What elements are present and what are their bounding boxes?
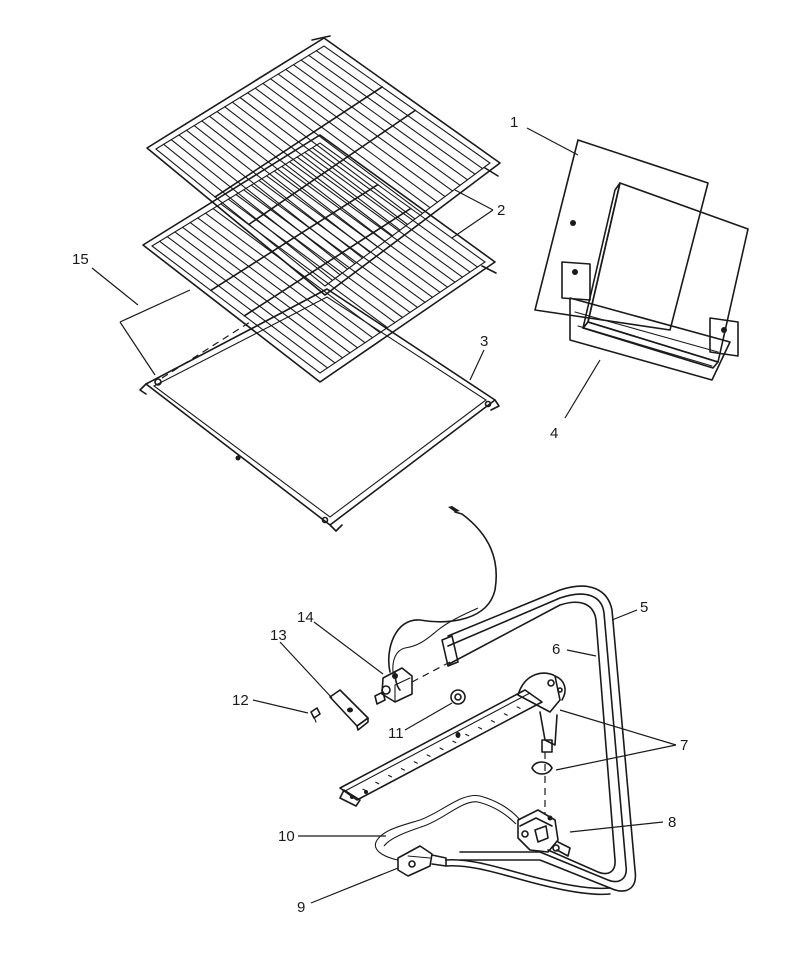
rack-wire <box>265 175 434 298</box>
rack-wire <box>288 161 456 283</box>
rack-wire <box>296 156 464 278</box>
rack-wire <box>235 193 404 319</box>
rack-wire <box>212 207 381 334</box>
broiler-box-heat-shield <box>561 182 749 381</box>
callout-4: 4 <box>550 425 558 442</box>
callout-8: 8 <box>668 814 676 831</box>
orifice-spud <box>450 689 466 738</box>
rack-cross-bar <box>243 207 412 317</box>
burner-port <box>503 713 508 716</box>
rack-guide-leader <box>91 267 251 379</box>
callout-5: 5 <box>640 599 648 616</box>
bake-element-outer <box>447 585 637 892</box>
callout-6: 6 <box>552 641 560 658</box>
burner-port <box>413 761 418 764</box>
callout-14: 14 <box>297 609 314 626</box>
mounting-screw <box>310 707 321 723</box>
rack-wire <box>304 151 471 273</box>
rack-wire <box>239 96 409 226</box>
flame-sensor-wire <box>374 794 521 861</box>
rack-wire <box>231 101 401 231</box>
burner-port <box>465 733 470 737</box>
rack-cross-bar <box>214 86 383 198</box>
burner-port <box>375 781 380 785</box>
rack-cross-bar <box>210 183 379 292</box>
upper-oven-rack <box>146 35 501 296</box>
rack-wire <box>163 143 334 281</box>
oven-bottom-panel <box>139 288 500 532</box>
callout-13: 13 <box>270 627 287 644</box>
leader-lines <box>252 127 677 904</box>
burner-port <box>439 747 444 751</box>
callout-3: 3 <box>480 333 488 350</box>
rack-wire <box>216 110 386 242</box>
broiler-pan-insulation <box>534 139 709 331</box>
burner-port <box>400 768 405 771</box>
rack-wire <box>166 236 336 364</box>
spark-igniter <box>374 506 479 705</box>
rack-wire <box>281 165 449 288</box>
callout-2: 2 <box>497 202 505 219</box>
rack-wire <box>189 222 359 349</box>
burner-port <box>478 726 483 730</box>
callout-7: 7 <box>680 737 688 754</box>
rack-wire <box>208 115 379 248</box>
rack-wire <box>254 87 424 214</box>
rack-wire <box>170 139 341 276</box>
rack-wire <box>277 73 446 198</box>
rack-wire <box>269 78 439 203</box>
callout-12: 12 <box>232 692 249 709</box>
bake-element-inner <box>441 601 616 875</box>
callout-1: 1 <box>510 114 518 131</box>
rack-wire <box>181 226 351 354</box>
rack-wire <box>224 106 394 237</box>
callout-10: 10 <box>278 828 295 845</box>
rack-wire <box>197 217 366 344</box>
rack-wire <box>243 189 411 314</box>
burner-port <box>516 706 521 709</box>
rack-wire <box>178 134 349 270</box>
rack-wire <box>250 184 419 308</box>
thermostat-capillary <box>388 511 497 691</box>
rack-cross-bar <box>248 109 417 226</box>
rack-wire <box>308 54 476 175</box>
rack-wire <box>258 179 426 303</box>
rack-wire <box>315 50 484 170</box>
callout-11: 11 <box>388 725 404 742</box>
burner-port <box>426 754 431 757</box>
rack-wire <box>247 92 416 220</box>
rack-wire <box>174 231 344 359</box>
burner-port <box>490 720 495 723</box>
igniter-bracket <box>329 689 369 731</box>
rack-wire <box>262 82 431 209</box>
pressure-regulator-fitting <box>397 845 611 896</box>
callout-labels: 1 2 3 4 5 6 7 8 9 10 11 12 13 14 15 <box>72 114 688 916</box>
rack-wire <box>300 59 469 181</box>
callout-9: 9 <box>297 899 305 916</box>
rack-wire <box>159 240 329 369</box>
rack-wire <box>204 212 374 339</box>
burner-port <box>388 774 393 778</box>
burner-port <box>452 740 457 744</box>
rack-wire <box>292 64 461 186</box>
rack-wire <box>273 170 441 293</box>
rack-wire <box>311 147 479 268</box>
rack-wire <box>220 203 389 329</box>
rack-wire <box>285 68 454 192</box>
oven-safety-valve <box>517 809 571 857</box>
callout-15: 15 <box>72 251 89 268</box>
lower-oven-rack <box>142 134 497 383</box>
rack-wire <box>227 198 396 324</box>
oven-burner-tube <box>339 672 566 815</box>
